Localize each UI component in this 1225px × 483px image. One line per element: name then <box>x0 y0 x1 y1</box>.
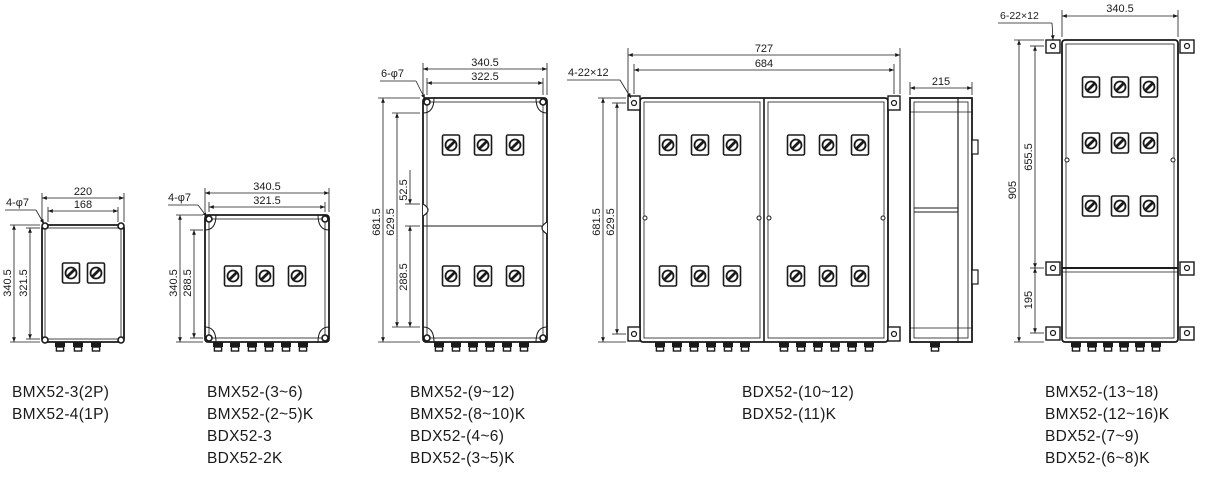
u4-height-inner: 629.5 <box>605 208 617 236</box>
unit-3-drawing: 6-φ7 340.5 322.5 681.5 629.5 52.5 288.5 <box>371 57 548 352</box>
u5-hole-label: 6-22×12 <box>1000 10 1039 22</box>
unit-1-drawing: 4-φ7 220 168 340.5 321.5 <box>2 186 125 352</box>
u3-width-outer: 340.5 <box>471 57 499 69</box>
u4-depth: 215 <box>932 76 950 88</box>
u3-hole-label: 6-φ7 <box>381 68 404 80</box>
u2-width-outer: 340.5 <box>253 181 281 193</box>
u4-hole-label: 4-22×12 <box>568 67 609 79</box>
u1-hole-label: 4-φ7 <box>6 197 29 209</box>
u5-height-lower: 195 <box>1023 291 1035 309</box>
u1-width-outer: 220 <box>74 186 92 198</box>
u2-height-outer: 340.5 <box>168 269 180 297</box>
unit-4-drawing: 4-22×12 727 684 215 681.5 629.5 <box>567 43 979 352</box>
u5-height-upper: 655.5 <box>1023 143 1035 171</box>
u3-width-inner: 322.5 <box>471 71 499 83</box>
u2-height-inner: 288.5 <box>182 269 194 297</box>
unit-5-drawing: 6-22×12 340.5 905 655.5 195 <box>998 3 1195 352</box>
u1-width-inner: 168 <box>74 199 92 211</box>
u5-width-outer: 340.5 <box>1106 3 1134 15</box>
u4-height-outer: 681.5 <box>591 208 603 236</box>
u3-height-mid: 52.5 <box>398 179 410 200</box>
u4-width-inner: 684 <box>755 58 773 70</box>
u4-width-outer: 727 <box>755 43 773 55</box>
u1-height-inner: 321.5 <box>18 269 30 297</box>
u5-height-total: 905 <box>1007 181 1019 199</box>
u3-height-low: 288.5 <box>398 263 410 291</box>
unit-2-drawing: 4-φ7 340.5 321.5 340.5 288.5 <box>168 181 330 352</box>
u1-height-outer: 340.5 <box>2 269 14 297</box>
u3-height-inner: 629.5 <box>385 208 397 236</box>
u3-height-outer: 681.5 <box>371 208 383 236</box>
u2-hole-label: 4-φ7 <box>168 192 191 204</box>
u2-width-inner: 321.5 <box>253 195 281 207</box>
